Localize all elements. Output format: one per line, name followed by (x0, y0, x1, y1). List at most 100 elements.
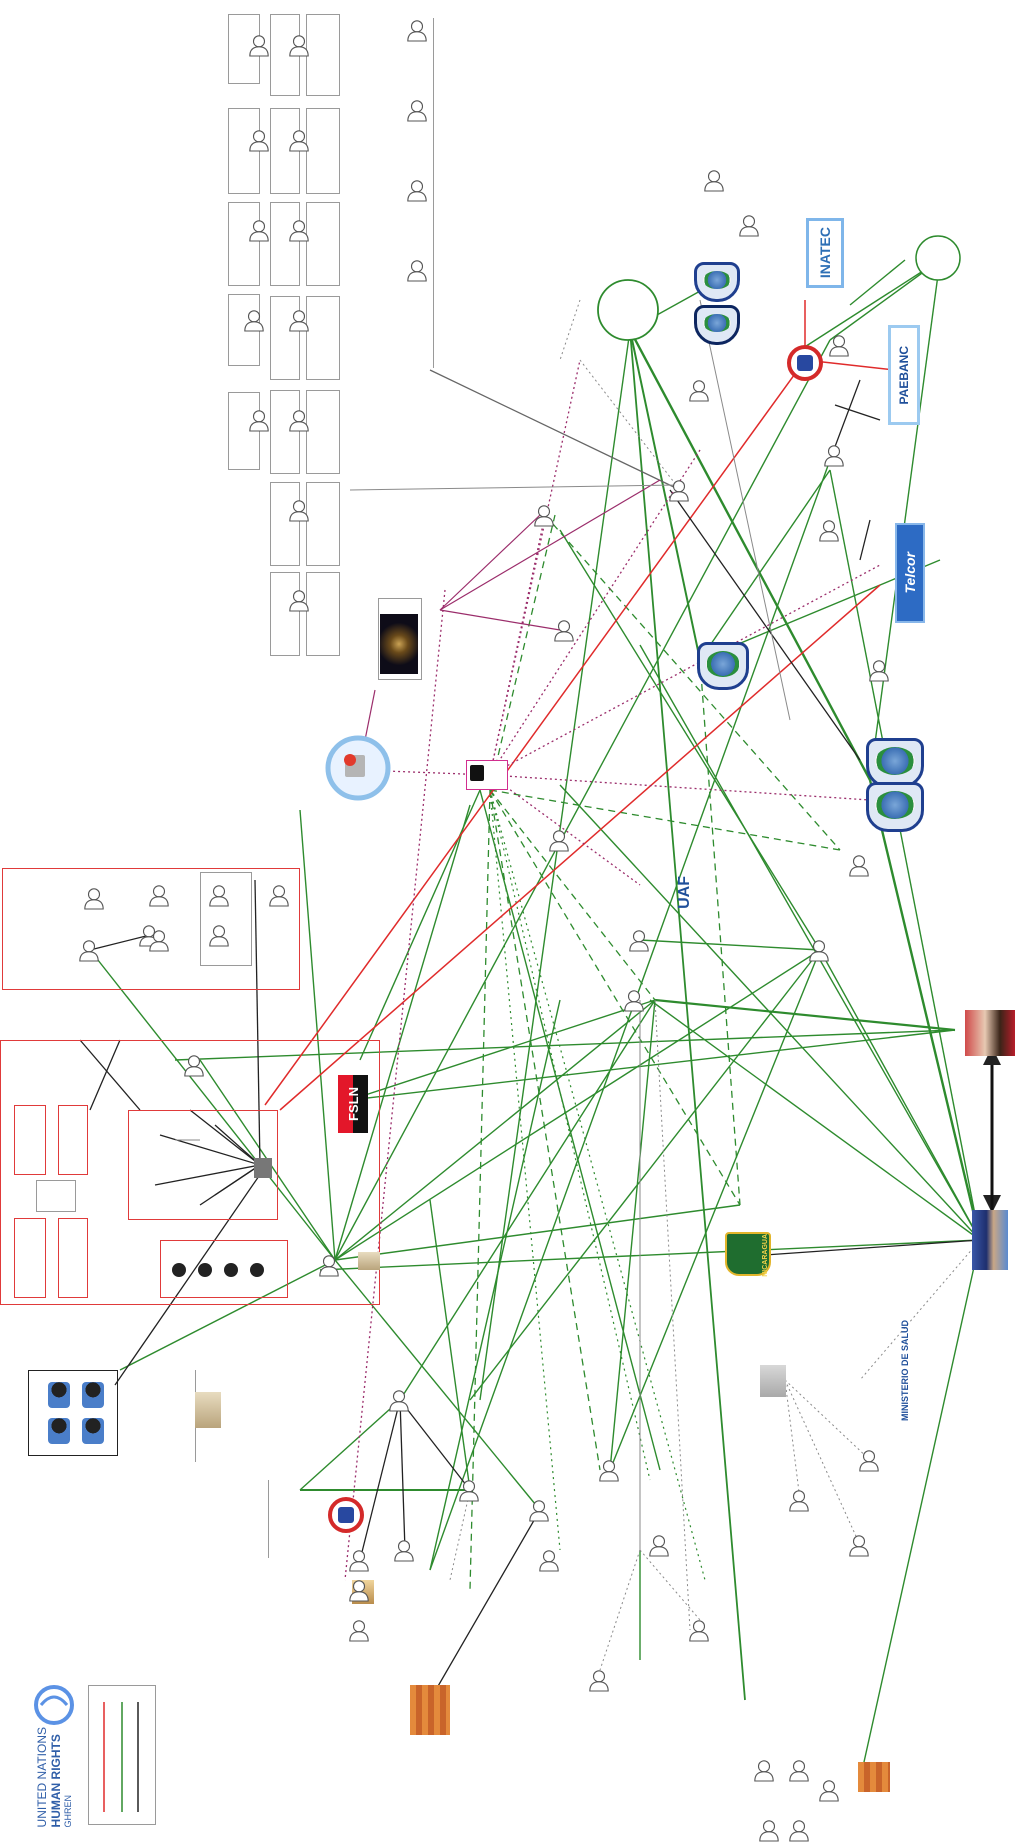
person-icon[interactable] (288, 127, 310, 153)
person-icon[interactable] (588, 1667, 610, 1693)
link (490, 790, 840, 850)
person-icon[interactable] (83, 885, 105, 911)
person-icon[interactable] (758, 1817, 780, 1843)
person-icon[interactable] (288, 217, 310, 243)
person-icon[interactable] (688, 1617, 710, 1643)
green-dashed-links (470, 515, 840, 1590)
person-icon[interactable] (248, 32, 270, 58)
org-chart-column (306, 14, 340, 96)
police-shield (866, 738, 924, 788)
green-solid-links (90, 260, 980, 1780)
person-icon[interactable] (288, 307, 310, 333)
person-icon[interactable] (848, 852, 870, 878)
police-shield (697, 642, 749, 690)
person-icon[interactable] (208, 882, 230, 908)
person-icon[interactable] (458, 1477, 480, 1503)
person-icon[interactable] (688, 377, 710, 403)
link (450, 1490, 470, 1580)
person-icon[interactable] (848, 1532, 870, 1558)
person-icon[interactable] (823, 442, 845, 468)
person-icon[interactable] (78, 937, 100, 963)
person-icon[interactable] (348, 1617, 370, 1643)
link (700, 660, 740, 1205)
person-icon[interactable] (668, 477, 690, 503)
person-icon[interactable] (858, 1447, 880, 1473)
person-icon[interactable] (828, 332, 850, 358)
person-icon[interactable] (268, 882, 290, 908)
person-icon[interactable] (818, 517, 840, 543)
person-icon[interactable] (406, 257, 428, 283)
org-chart-column (270, 202, 300, 286)
link (655, 1000, 955, 1030)
link (350, 485, 680, 490)
person-icon[interactable] (623, 987, 645, 1013)
person-icon[interactable] (788, 1757, 810, 1783)
person-icon[interactable] (288, 587, 310, 613)
person-icon[interactable] (533, 502, 555, 528)
link (850, 260, 905, 305)
link (640, 1550, 700, 1620)
person-icon[interactable] (348, 1577, 370, 1603)
red-circle-emblem (787, 345, 823, 381)
person-icon[interactable] (406, 177, 428, 203)
link (860, 1240, 980, 1780)
person-icon[interactable] (208, 922, 230, 948)
group-box (14, 1218, 46, 1298)
person-icon[interactable] (788, 1487, 810, 1513)
minsa-logo: MINISTERIO DE SALUD (885, 1330, 925, 1410)
person-icon[interactable] (628, 927, 650, 953)
person-icon[interactable] (183, 1052, 205, 1078)
person-icon[interactable] (288, 497, 310, 523)
link (490, 790, 655, 1000)
link (560, 300, 580, 360)
person-icon[interactable] (318, 1252, 340, 1278)
link (480, 790, 660, 1470)
person-icon[interactable] (808, 937, 830, 963)
org-circle[interactable] (598, 280, 658, 340)
person-icon[interactable] (406, 17, 428, 43)
person-icon[interactable] (148, 882, 170, 908)
inatec-text: INATEC (817, 227, 833, 278)
link (490, 565, 880, 775)
person-icon[interactable] (598, 1457, 620, 1483)
building-icon (858, 1762, 890, 1792)
person-icon[interactable] (788, 1817, 810, 1843)
person-icon[interactable] (868, 657, 890, 683)
portrait-woman (965, 1010, 1015, 1056)
legend-swatches (92, 1692, 152, 1822)
uaf-text: UAF (676, 876, 694, 909)
person-icon[interactable] (753, 1757, 775, 1783)
person-icon[interactable] (348, 1547, 370, 1573)
link (440, 610, 560, 630)
person-icon[interactable] (248, 127, 270, 153)
person-icon[interactable] (648, 1532, 670, 1558)
person-icon[interactable] (538, 1547, 560, 1573)
person-icon[interactable] (248, 407, 270, 433)
person-icon[interactable] (548, 827, 570, 853)
link (490, 360, 580, 775)
person-icon[interactable] (703, 167, 725, 193)
person-icon[interactable] (393, 1537, 415, 1563)
person-icon[interactable] (818, 1777, 840, 1803)
person-icon[interactable] (528, 1497, 550, 1523)
person-icon[interactable] (148, 927, 170, 953)
org-chart-column (306, 202, 340, 286)
telcor-logo: Telcor (895, 523, 925, 623)
person-icon[interactable] (248, 217, 270, 243)
group-box (28, 1370, 118, 1456)
link (335, 950, 820, 1260)
link (630, 330, 745, 1700)
person-icon[interactable] (406, 97, 428, 123)
person-icon[interactable] (738, 212, 760, 238)
person-icon[interactable] (288, 407, 310, 433)
org-circle[interactable] (916, 236, 960, 280)
org-chart-column (306, 572, 340, 656)
building-icon (410, 1685, 450, 1735)
person-icon[interactable] (243, 307, 265, 333)
link (765, 1240, 980, 1255)
person-icon[interactable] (553, 617, 575, 643)
person-icon[interactable] (388, 1387, 410, 1413)
paebanc-logo: PAEBANC (888, 325, 920, 425)
person-icon[interactable] (288, 32, 310, 58)
